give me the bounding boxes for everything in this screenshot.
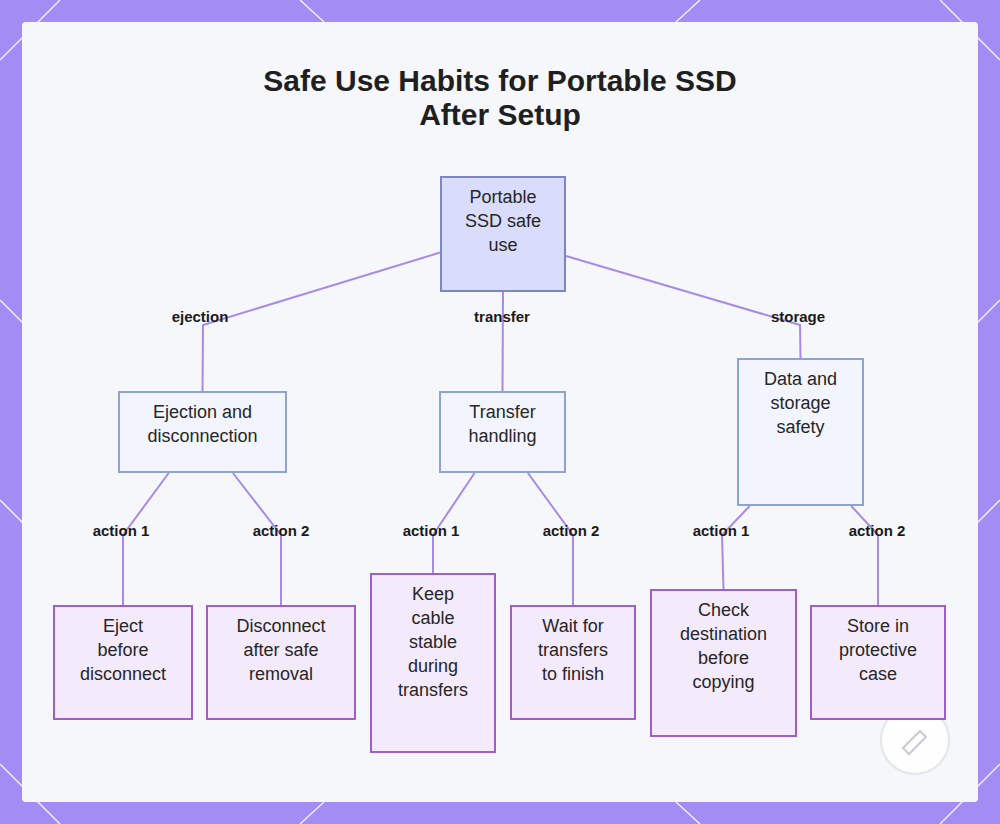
node-text: Portable SSD safe use — [454, 185, 552, 257]
action-box: Wait for transfers to finish — [510, 605, 636, 720]
edge-label: ejection — [172, 308, 229, 325]
edge-label: action 1 — [93, 522, 150, 539]
edge-label: action 2 — [543, 522, 600, 539]
action-box: Check destination before copying — [650, 589, 797, 737]
connector-line — [851, 506, 878, 605]
node-text: Wait for transfers to finish — [528, 614, 618, 686]
connector-line — [123, 473, 169, 605]
connector-line — [528, 473, 573, 605]
connector-line — [722, 506, 750, 589]
root-box: Portable SSD safe use — [440, 176, 566, 292]
node-text: Eject before disconnect — [77, 614, 169, 686]
canvas-area — [22, 22, 978, 802]
action-box: Keep cable stable during transfers — [370, 573, 496, 753]
action-box: Eject before disconnect — [53, 605, 193, 720]
category-box: Transfer handling — [439, 391, 566, 473]
node-text: Keep cable stable during transfers — [393, 582, 473, 702]
category-box: Ejection and disconnection — [118, 391, 287, 473]
edge-label: transfer — [474, 308, 530, 325]
edge-label: action 2 — [253, 522, 310, 539]
edge-label: action 2 — [849, 522, 906, 539]
node-text: Data and storage safety — [751, 367, 851, 439]
edge-label: storage — [771, 308, 825, 325]
logo-glyph — [903, 731, 926, 754]
connector-line — [566, 256, 801, 358]
edge-label: action 1 — [403, 522, 460, 539]
node-text: Store in protective case — [828, 614, 928, 686]
edge-label: action 1 — [693, 522, 750, 539]
canvas-tint — [22, 22, 978, 802]
action-box: Store in protective case — [810, 605, 946, 720]
connector-line — [502, 292, 505, 391]
action-box: Disconnect after safe removal — [206, 605, 356, 720]
category-box: Data and storage safety — [737, 358, 864, 506]
node-text: Ejection and disconnection — [133, 400, 273, 448]
node-text: Check destination before copying — [674, 598, 774, 694]
connector-line — [233, 473, 281, 605]
diagram-title: Safe Use Habits for Portable SSD After S… — [240, 64, 760, 132]
node-text: Transfer handling — [453, 400, 553, 448]
connector-line — [203, 253, 441, 391]
node-text: Disconnect after safe removal — [221, 614, 341, 686]
